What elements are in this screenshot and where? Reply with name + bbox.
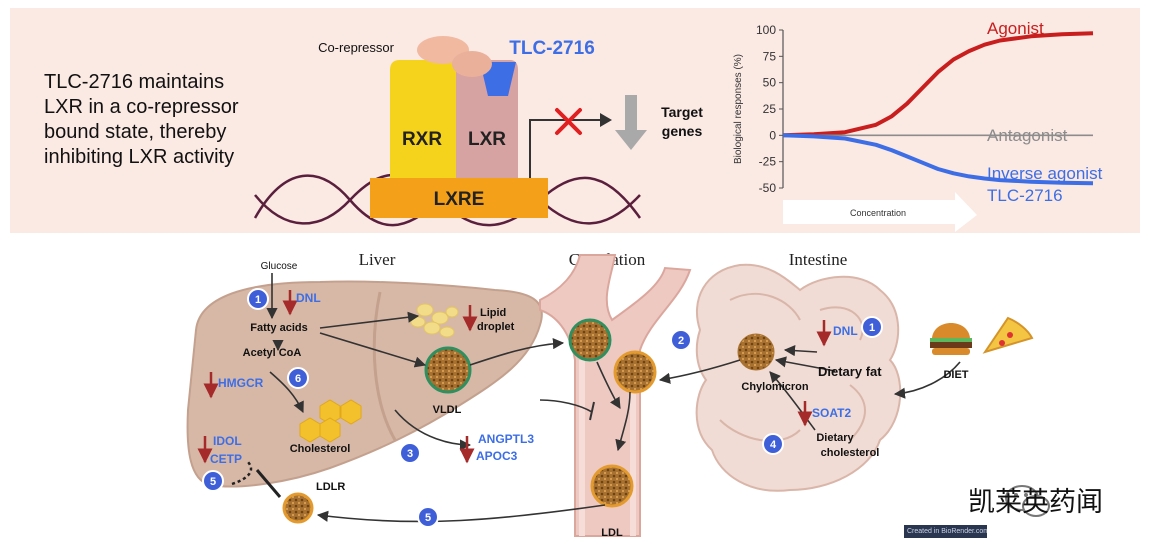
lipid-droplets — [410, 303, 459, 338]
dietary-cholesterol-label: Dietary — [816, 432, 854, 444]
legend-antagonist: Antagonist — [987, 126, 1068, 145]
dose-response-chart: Concentration 100 75 50 25 0 -25 -50 Biological… — [733, 19, 1103, 232]
y-tick-label: 75 — [763, 49, 777, 63]
y-tick-label: 50 — [763, 76, 777, 90]
fatty-acids-label: Fatty acids — [250, 322, 307, 334]
ldl-particle — [590, 464, 634, 508]
gene-label-hmgcr: HMGCR — [218, 376, 264, 390]
step-number: 2 — [678, 335, 684, 347]
lxre-label: LXRE — [434, 189, 485, 210]
step-badge — [247, 288, 269, 310]
gene-label-apoc3: APOC3 — [476, 449, 518, 463]
wechat-logo-icon — [1005, 485, 1050, 517]
step-badge — [670, 329, 692, 351]
step-number: 5 — [210, 476, 216, 488]
cholesterol-label: Cholesterol — [290, 443, 351, 455]
gene-label-soat2: SOAT2 — [812, 406, 851, 420]
lxr-complex-diagram: LXRE RXR LXR Co-repressor TLC-2716 Targe… — [253, 36, 703, 227]
down-arrow-icon — [615, 95, 647, 150]
inhibition-line — [539, 399, 593, 413]
chylomicron-particle — [737, 333, 775, 371]
step-number: 1 — [255, 294, 261, 306]
target-genes-label: genes — [662, 123, 703, 139]
series-line — [782, 31, 1094, 138]
inhibition-bar — [589, 401, 595, 421]
step-number: 5 — [425, 512, 431, 524]
step-badge — [762, 433, 784, 455]
y-axis-label: Biological responses (%) — [733, 54, 744, 164]
ldlr-inhibition-bar — [255, 469, 282, 498]
step-number: 6 — [295, 373, 301, 385]
dietary-cholesterol-label: cholesterol — [821, 447, 880, 459]
cholesterol-icon — [299, 399, 362, 443]
gene-label-dnl-intestine: DNL — [833, 324, 858, 338]
summary-line: inhibiting LXR activity — [44, 146, 235, 168]
glucose-label: Glucose — [261, 261, 298, 272]
y-tick-label: -25 — [759, 155, 777, 169]
rxr-label: RXR — [402, 129, 442, 150]
diet-label: DIET — [943, 369, 968, 381]
burger-icon — [930, 323, 972, 355]
liver-title: Liver — [359, 250, 396, 269]
step-badge — [399, 442, 421, 464]
biorender-credit: Created in BioRender.com bio — [904, 525, 987, 538]
lipid-droplet-label: Lipid — [480, 307, 506, 319]
ldlr-ldl-particle — [282, 492, 314, 524]
gene-label-angptl3: ANGPTL3 — [478, 432, 534, 446]
lxre-box — [370, 178, 548, 218]
step-badge — [287, 367, 309, 389]
summary-line: bound state, thereby — [44, 121, 227, 143]
y-tick-label: 0 — [769, 128, 776, 142]
step-badge — [417, 506, 439, 528]
vldl-particle — [424, 346, 472, 394]
mechanism-summary: TLC-2716 maintains LXR in a co-repressor… — [44, 70, 334, 170]
y-tick-label: 25 — [763, 102, 777, 116]
rxr-block — [390, 60, 456, 178]
vldl-label: VLDL — [433, 404, 462, 416]
acetyl-coa-label: Acetyl CoA — [243, 347, 302, 359]
gene-label-dnl: DNL — [296, 291, 321, 305]
legend-inverse-agonist-drug: TLC-2716 — [987, 186, 1063, 205]
drug-label: TLC-2716 — [509, 38, 595, 59]
y-tick-label: 100 — [756, 23, 776, 37]
target-genes-label: Target — [661, 104, 703, 120]
y-tick-label: -50 — [759, 181, 777, 195]
step-number: 3 — [407, 448, 413, 460]
arrowhead — [600, 113, 612, 127]
summary-line: TLC-2716 maintains — [44, 71, 225, 93]
corepressor-label: Co-repressor — [318, 40, 395, 55]
gene-label-idol: IDOL — [213, 434, 242, 448]
step-badge — [861, 316, 883, 338]
concentration-arrow — [783, 192, 977, 232]
lxr-label: LXR — [468, 129, 506, 150]
lipid-pathway-diagram: Liver Circulation Intestine — [186, 250, 1034, 539]
step-number: 4 — [770, 439, 777, 451]
transcription-arrow — [529, 119, 600, 178]
liver-lobe-line — [372, 291, 397, 441]
summary-line: LXR in a co-repressor — [44, 96, 239, 118]
series-line — [782, 133, 1094, 186]
ldl-label: LDL — [601, 527, 623, 539]
gene-label-cetp: CETP — [210, 452, 242, 466]
down-regulation-arrows — [197, 290, 832, 464]
legend-agonist: Agonist — [987, 19, 1044, 38]
dietary-fat-label: Dietary fat — [818, 364, 882, 379]
ldlr-label: LDLR — [316, 481, 345, 493]
legend-inverse-agonist: Inverse agonist — [987, 164, 1103, 183]
ldl-particle — [613, 350, 657, 394]
idol-dotted-link — [231, 461, 253, 486]
vldl-particle — [568, 318, 612, 362]
lipid-droplet-label: droplet — [477, 321, 515, 333]
pizza-icon — [982, 316, 1034, 354]
corepressor-shape — [452, 51, 492, 77]
step-number: 1 — [869, 322, 875, 334]
intestine-title: Intestine — [789, 250, 848, 269]
step-badge — [202, 470, 224, 492]
watermark-text: 凯莱英药闻 — [968, 487, 1103, 518]
x-axis-label: Concentration — [850, 208, 906, 218]
block-x-icon — [555, 108, 582, 135]
chylomicron-label: Chylomicron — [741, 381, 809, 393]
